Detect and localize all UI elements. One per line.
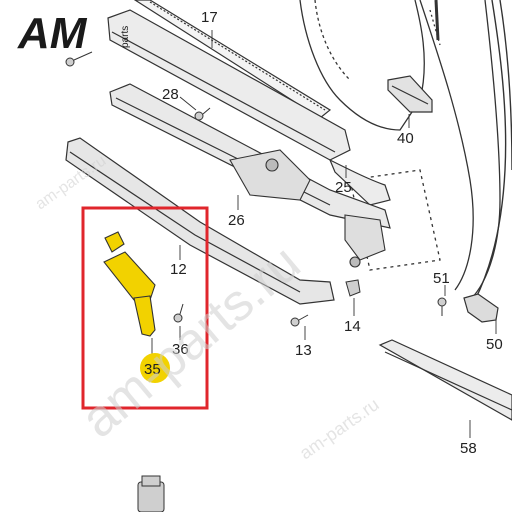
badge-35	[140, 353, 170, 383]
clip-14	[345, 279, 361, 297]
part-35-highlighted	[103, 231, 156, 337]
leader-lines	[151, 30, 497, 438]
bottle-cap	[137, 475, 165, 512]
callout-13[interactable]: 13	[295, 342, 312, 359]
callout-51[interactable]: 51	[433, 270, 450, 287]
logo-suffix: parts	[120, 26, 131, 48]
callout-14[interactable]: 14	[344, 318, 361, 335]
part-25-rail	[107, 9, 391, 206]
screw-top-left	[65, 51, 93, 67]
part-17-strip	[133, 0, 332, 119]
callout-35[interactable]: 35	[144, 361, 161, 378]
callout-40[interactable]: 40	[397, 130, 414, 147]
part-50-bracket	[463, 293, 499, 323]
callout-17[interactable]: 17	[201, 9, 218, 26]
callout-28[interactable]: 28	[162, 86, 179, 103]
callout-12[interactable]: 12	[170, 261, 187, 278]
part-12-sill	[65, 137, 335, 305]
screw-28	[194, 107, 211, 121]
callout-26[interactable]: 26	[228, 212, 245, 229]
bracket-assembly	[229, 149, 386, 268]
callout-25[interactable]: 25	[335, 179, 352, 196]
logo-brand: AM	[17, 9, 88, 58]
watermark-2: am-parts.ru	[70, 234, 311, 449]
highlight-box	[81, 206, 209, 410]
screw-13	[290, 314, 309, 327]
callout-50[interactable]: 50	[486, 336, 503, 353]
screw-36	[173, 303, 184, 323]
callout-58[interactable]: 58	[460, 440, 477, 457]
door-seal	[434, 0, 512, 301]
screw-51	[437, 297, 447, 316]
logo: AM parts	[17, 9, 131, 58]
fender-panel	[299, 0, 501, 301]
screws	[65, 51, 447, 512]
watermark-3: am-parts.ru	[296, 394, 383, 463]
callout-36[interactable]: 36	[172, 341, 189, 358]
part-40-clip	[387, 75, 433, 113]
part-58-trim	[378, 339, 512, 421]
